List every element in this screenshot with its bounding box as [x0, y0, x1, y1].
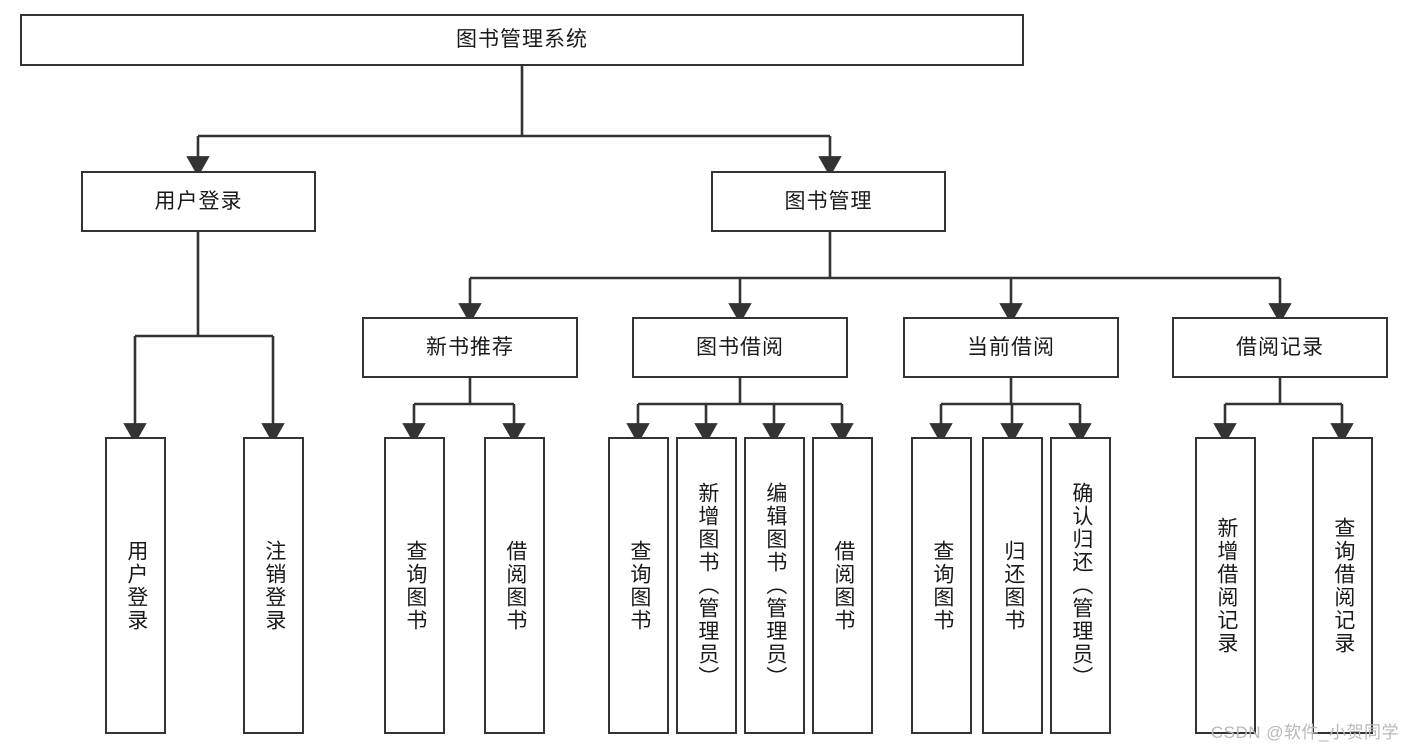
node-book-borrow[interactable]: 图书借阅: [632, 317, 848, 378]
node-new-book-recommend[interactable]: 新书推荐: [362, 317, 578, 378]
leaf-label: 新增图书（管理员）: [695, 482, 719, 689]
leaf-add-borrow-record[interactable]: 新增借阅记录: [1195, 437, 1256, 734]
leaf-borrow-books[interactable]: 借阅图书: [812, 437, 873, 734]
leaf-query-books-current[interactable]: 查询图书: [911, 437, 972, 734]
node-borrow-record[interactable]: 借阅记录: [1172, 317, 1388, 378]
leaf-label: 借阅图书: [831, 539, 855, 632]
leaf-user-login[interactable]: 用户登录: [105, 437, 166, 734]
leaf-label: 查询图书: [930, 539, 954, 632]
leaf-confirm-return-admin[interactable]: 确认归还（管理员）: [1050, 437, 1111, 734]
node-current-borrow[interactable]: 当前借阅: [903, 317, 1119, 378]
leaf-label: 注销登录: [262, 539, 286, 632]
leaf-return-books[interactable]: 归还图书: [982, 437, 1043, 734]
leaf-query-books-recommend[interactable]: 查询图书: [384, 437, 445, 734]
leaf-label: 新增借阅记录: [1214, 516, 1238, 655]
leaf-label: 编辑图书（管理员）: [763, 482, 787, 689]
leaf-logout[interactable]: 注销登录: [243, 437, 304, 734]
node-user-login[interactable]: 用户登录: [81, 171, 316, 232]
leaf-label: 查询图书: [403, 539, 427, 632]
leaf-label: 确认归还（管理员）: [1069, 482, 1093, 689]
leaf-label: 归还图书: [1001, 539, 1025, 632]
node-book-management[interactable]: 图书管理: [711, 171, 946, 232]
leaf-query-books-borrow[interactable]: 查询图书: [608, 437, 669, 734]
leaf-borrow-books-recommend[interactable]: 借阅图书: [484, 437, 545, 734]
leaf-label: 用户登录: [124, 539, 148, 632]
leaf-label: 查询借阅记录: [1331, 516, 1355, 655]
leaf-label: 查询图书: [627, 539, 651, 632]
leaf-edit-book-admin[interactable]: 编辑图书（管理员）: [744, 437, 805, 734]
leaf-query-borrow-record[interactable]: 查询借阅记录: [1312, 437, 1373, 734]
leaf-label: 借阅图书: [503, 539, 527, 632]
node-root[interactable]: 图书管理系统: [20, 14, 1024, 66]
leaf-add-book-admin[interactable]: 新增图书（管理员）: [676, 437, 737, 734]
watermark: CSDN @软件_小贺同学: [1210, 723, 1399, 742]
